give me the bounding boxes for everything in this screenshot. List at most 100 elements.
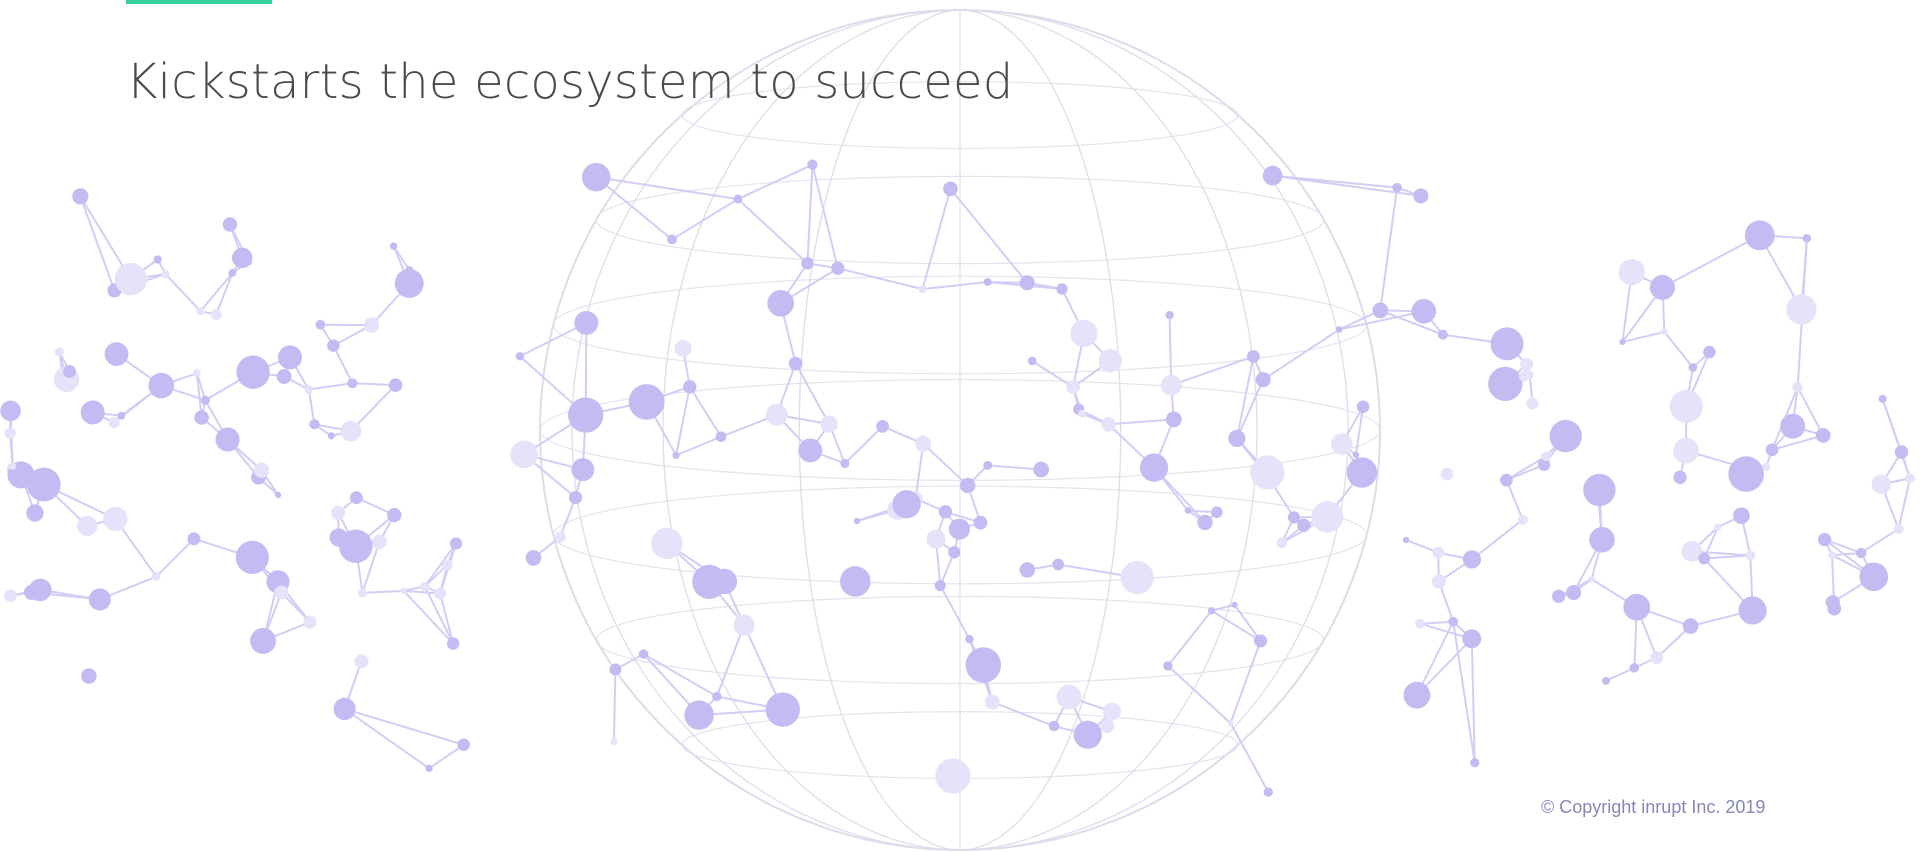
network-node	[1437, 329, 1448, 340]
network-edge	[1471, 518, 1524, 561]
network-node	[798, 438, 823, 463]
network-edge	[737, 163, 813, 200]
network-edge	[612, 669, 617, 742]
network-node	[108, 416, 120, 429]
globe-parallel	[552, 275, 1368, 375]
network-node	[515, 352, 525, 361]
network-node	[215, 427, 240, 452]
network-node	[1669, 389, 1703, 423]
network-edge	[1170, 355, 1254, 387]
network-node	[26, 504, 44, 522]
title-accent-bar	[126, 0, 272, 4]
network-node	[1287, 511, 1301, 524]
network-node	[1470, 758, 1480, 768]
network-edge	[362, 589, 404, 594]
network-node	[1263, 787, 1273, 797]
network-edge	[675, 386, 691, 456]
network-node	[609, 663, 622, 676]
network-node	[1211, 506, 1223, 519]
network-node	[54, 347, 64, 357]
network-node	[371, 534, 387, 550]
network-edge	[794, 363, 831, 425]
network-node	[1588, 575, 1595, 583]
network-node	[767, 289, 794, 317]
network-node	[1227, 720, 1234, 727]
network-node	[420, 581, 430, 592]
network-node	[1859, 562, 1889, 592]
network-node	[1855, 547, 1867, 559]
network-node	[938, 505, 953, 519]
network-node	[733, 194, 743, 204]
network-node	[610, 737, 618, 745]
network-node	[59, 379, 68, 388]
network-node	[574, 310, 599, 335]
network-edge	[1419, 620, 1454, 625]
network-node	[765, 403, 788, 426]
network-node	[672, 451, 680, 459]
network-node	[984, 694, 1000, 710]
network-edge	[1415, 621, 1455, 696]
network-node	[400, 587, 407, 595]
network-node	[446, 637, 460, 650]
network-edge	[1506, 463, 1545, 482]
network-node	[943, 181, 958, 197]
network-node	[934, 579, 946, 592]
network-node	[1100, 718, 1115, 734]
network-node	[948, 546, 961, 559]
network-edge	[1229, 640, 1262, 724]
network-node	[876, 419, 889, 433]
network-node	[918, 285, 927, 294]
network-edge	[922, 280, 988, 291]
network-node	[1673, 437, 1699, 464]
network-node	[1703, 345, 1716, 359]
network-node	[1537, 458, 1551, 472]
network-edge	[164, 273, 202, 312]
network-node	[389, 242, 398, 250]
network-edge	[991, 701, 1055, 727]
network-edge	[402, 590, 454, 645]
network-edge	[1663, 331, 1694, 369]
network-edge	[811, 164, 839, 269]
network-node	[525, 550, 542, 566]
network-edge	[1272, 174, 1421, 197]
network-edge	[1505, 455, 1547, 481]
network-node	[554, 531, 566, 543]
network-node	[568, 490, 583, 505]
network-edge	[922, 442, 969, 487]
network-node	[1052, 558, 1065, 571]
network-node	[88, 588, 111, 611]
network-node	[1792, 381, 1803, 393]
network-edge	[1211, 609, 1262, 642]
network-node	[1673, 470, 1687, 485]
network-node	[1101, 417, 1116, 432]
network-edge	[1168, 315, 1173, 386]
network-edge	[361, 541, 381, 594]
network-edge	[987, 464, 1042, 471]
network-edge	[1897, 478, 1911, 530]
network-edge	[688, 386, 722, 438]
network-node	[683, 380, 697, 394]
network-node	[965, 647, 1002, 683]
network-node	[1432, 546, 1445, 559]
network-edge	[671, 198, 739, 241]
network-node	[304, 385, 314, 394]
network-edge	[1796, 386, 1825, 436]
network-node	[1165, 411, 1182, 428]
network-edge	[308, 382, 353, 391]
network-edge	[307, 389, 316, 425]
network-node	[449, 537, 463, 550]
network-edge	[195, 373, 203, 418]
network-node	[309, 419, 320, 430]
globe-wireframe	[539, 9, 1381, 851]
network-node	[959, 477, 976, 494]
network-edge	[1379, 309, 1444, 336]
network-node	[935, 758, 971, 794]
network-edge	[1505, 479, 1524, 521]
network-node	[276, 369, 292, 384]
network-node	[250, 627, 277, 654]
network-node	[1488, 366, 1523, 402]
network-node	[581, 162, 611, 192]
network-node	[1623, 593, 1651, 621]
network-edge	[1233, 604, 1262, 642]
network-node	[72, 188, 89, 205]
